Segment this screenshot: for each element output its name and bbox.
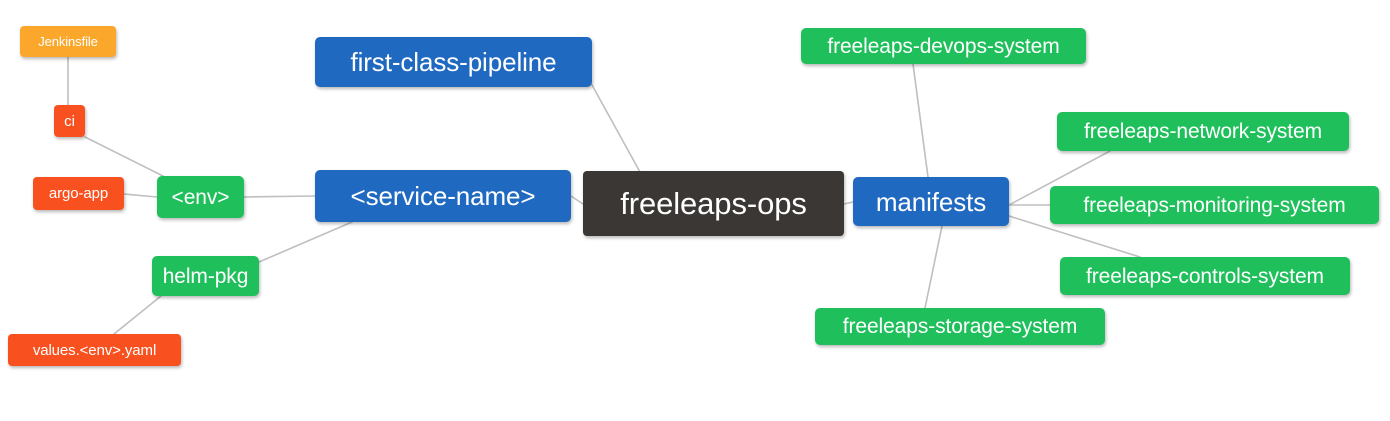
mindmap-node-helm[interactable]: helm-pkg bbox=[152, 256, 259, 296]
mindmap-node-label: freeleaps-controls-system bbox=[1086, 264, 1324, 288]
mindmap-node-label: freeleaps-ops bbox=[620, 186, 807, 221]
mindmap-node-pipeline[interactable]: first-class-pipeline bbox=[315, 37, 592, 87]
mindmap-node-label: freeleaps-monitoring-system bbox=[1083, 193, 1346, 217]
mindmap-node-monitoring[interactable]: freeleaps-monitoring-system bbox=[1050, 186, 1379, 224]
mindmap-node-label: argo-app bbox=[48, 185, 109, 202]
edge-service-to-helm bbox=[258, 221, 353, 263]
edge-root-to-service bbox=[570, 195, 584, 205]
edge-manifests-to-storage bbox=[924, 225, 943, 309]
mindmap-node-label: first-class-pipeline bbox=[350, 47, 557, 77]
mindmap-node-label: <service-name> bbox=[350, 181, 536, 211]
mindmap-node-label: ci bbox=[64, 112, 75, 130]
mindmap-node-argo[interactable]: argo-app bbox=[33, 177, 124, 210]
edge-env-to-argo bbox=[123, 193, 158, 198]
mindmap-node-label: freeleaps-storage-system bbox=[842, 315, 1078, 338]
mindmap-node-label: Jenkinsfile bbox=[38, 34, 98, 49]
mindmap-node-jenkinsfile[interactable]: Jenkinsfile bbox=[20, 26, 116, 57]
mindmap-node-label: manifests bbox=[875, 186, 987, 217]
edge-service-to-env bbox=[243, 195, 316, 198]
edge-root-to-manifests bbox=[843, 201, 854, 205]
mindmap-node-values[interactable]: values.<env>.yaml bbox=[8, 334, 181, 366]
mindmap-node-devops[interactable]: freeleaps-devops-system bbox=[801, 28, 1086, 64]
mindmap-node-network[interactable]: freeleaps-network-system bbox=[1057, 112, 1349, 151]
mindmap-node-label: freeleaps-devops-system bbox=[827, 34, 1060, 58]
mindmap-node-controls[interactable]: freeleaps-controls-system bbox=[1060, 257, 1350, 295]
edge-helm-to-values bbox=[113, 295, 162, 335]
mindmap-node-label: <env> bbox=[171, 185, 230, 209]
mindmap-node-service[interactable]: <service-name> bbox=[315, 170, 571, 222]
mindmap-node-storage[interactable]: freeleaps-storage-system bbox=[815, 308, 1105, 345]
mindmap-node-label: helm-pkg bbox=[162, 264, 249, 288]
edge-env-to-ci bbox=[84, 136, 164, 177]
mindmap-node-ci[interactable]: ci bbox=[54, 105, 85, 137]
mindmap-node-env[interactable]: <env> bbox=[157, 176, 244, 218]
mindmap-node-root[interactable]: freeleaps-ops bbox=[583, 171, 844, 236]
mindmap-node-manifests[interactable]: manifests bbox=[853, 177, 1009, 226]
edge-manifests-to-devops bbox=[912, 63, 929, 178]
mindmap-node-label: freeleaps-network-system bbox=[1083, 120, 1322, 143]
mindmap-node-label: values.<env>.yaml bbox=[32, 341, 157, 359]
edge-root-to-pipeline bbox=[591, 84, 641, 173]
